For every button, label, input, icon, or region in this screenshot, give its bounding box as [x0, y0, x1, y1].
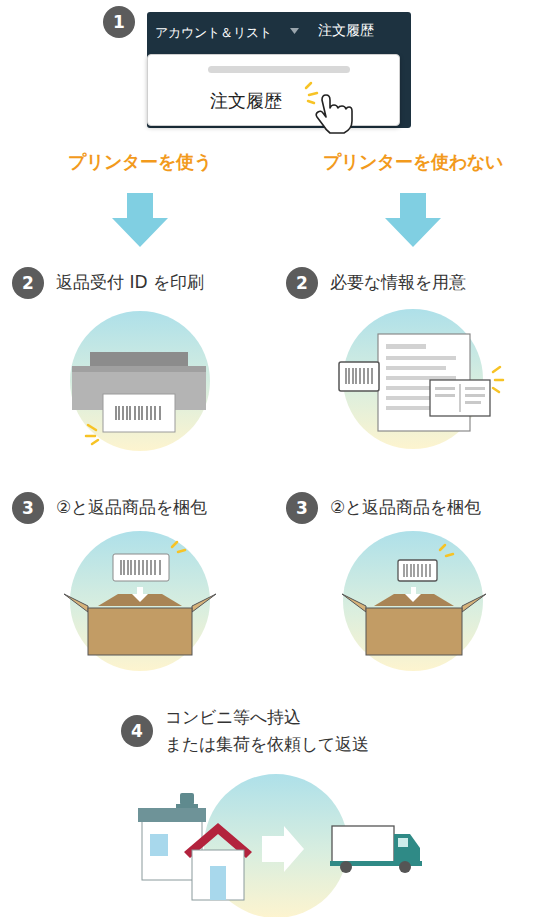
step-number: 1: [103, 6, 135, 38]
step-node: 3 ②と返品商品を梱包: [286, 492, 481, 524]
step-node: 2 必要な情報を用意: [286, 267, 466, 299]
step-node: 3 ②と返品商品を梱包: [12, 492, 207, 524]
step-number: 4: [121, 715, 153, 747]
down-arrow: [385, 193, 441, 247]
step-label: 返品受付 ID を印刷: [56, 269, 204, 296]
step-number: 3: [286, 492, 318, 524]
step-node: 1: [103, 6, 135, 38]
step-label: ②と返品商品を梱包: [56, 494, 207, 521]
dropdown-menu: 注文履歴: [147, 54, 400, 126]
branch-heading: プリンターを使う: [10, 150, 270, 174]
menu-text: 注文履歴: [318, 22, 374, 40]
box-illustration: [342, 531, 486, 671]
step-number: 2: [286, 267, 318, 299]
printer-illustration: [70, 311, 210, 451]
step-number: 2: [12, 267, 44, 299]
step-label: コンビニ等へ持込 または集荷を依頼して返送: [165, 704, 395, 758]
step-node: 2 返品受付 ID を印刷: [12, 267, 204, 299]
menu-text: 注文履歴: [210, 89, 282, 113]
step-label: 必要な情報を用意: [330, 269, 466, 296]
down-arrow: [112, 193, 168, 247]
nav-bar: アカウント＆リスト注文履歴注文履歴: [147, 12, 411, 128]
branch-heading: プリンターを使わない: [283, 150, 543, 174]
step-label: ②と返品商品を梱包: [330, 494, 481, 521]
menu-text: アカウント＆リスト: [155, 24, 272, 42]
shipping-illustration: [138, 774, 422, 917]
step-node: 4 コンビニ等へ持込 または集荷を依頼して返送: [121, 704, 395, 758]
step-number: 3: [12, 492, 44, 524]
documents-illustration: [339, 309, 503, 449]
box-illustration: [64, 531, 216, 671]
